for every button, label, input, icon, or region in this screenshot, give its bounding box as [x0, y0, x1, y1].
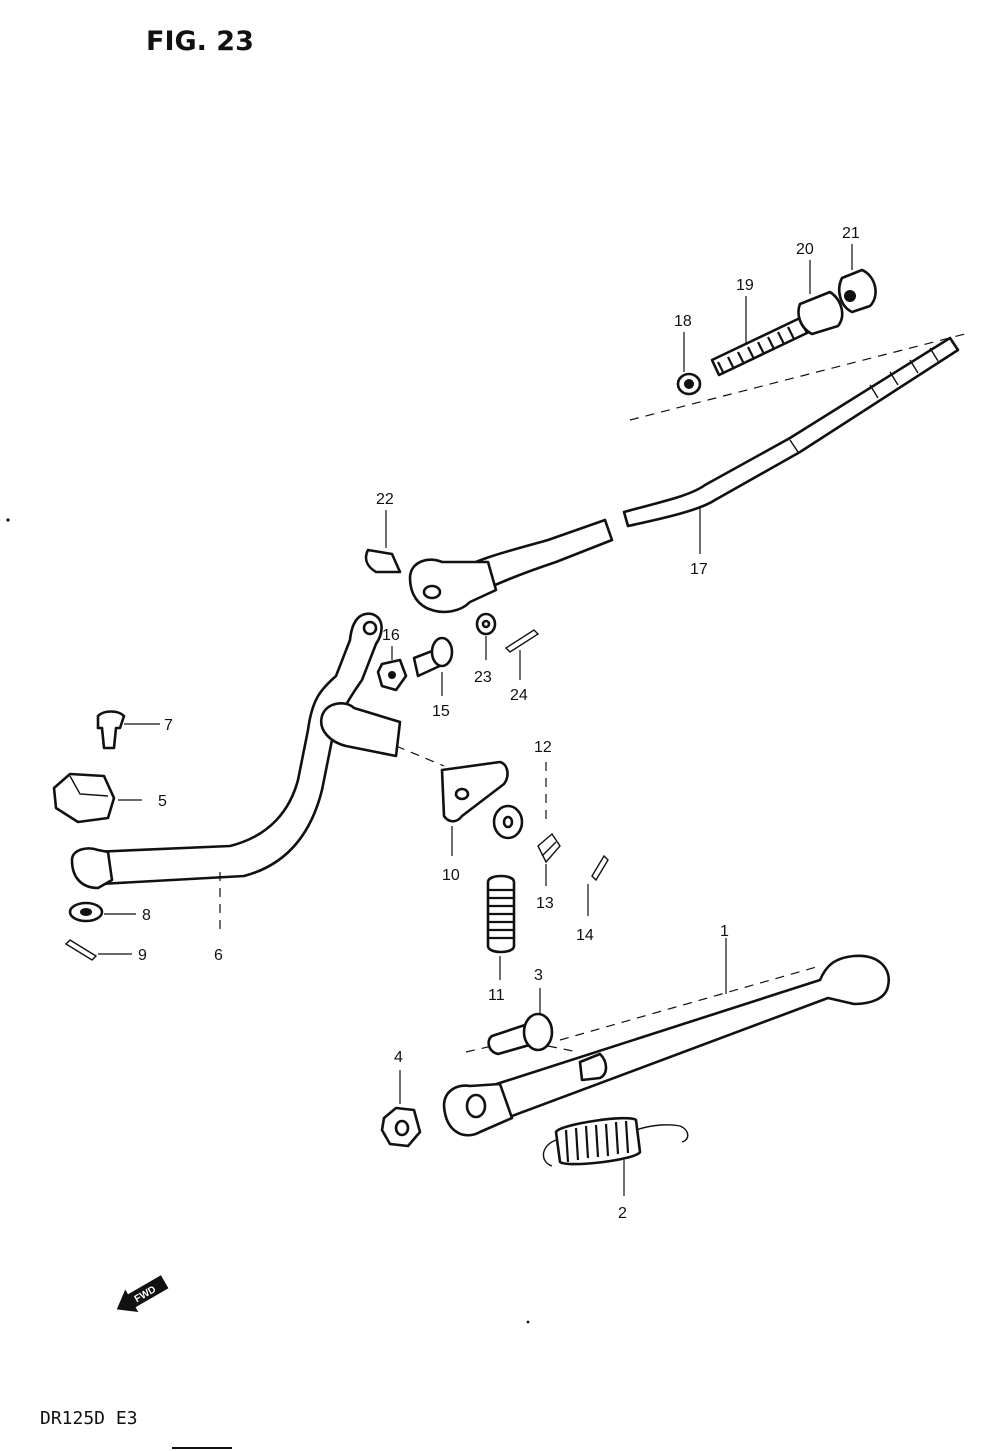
part-20-joint — [797, 290, 844, 336]
pedal-pivot-axis — [395, 745, 445, 767]
callout-labels: 1 2 3 4 5 6 7 8 9 10 11 12 13 14 15 16 1… — [138, 225, 860, 1222]
part-14-pin — [591, 854, 609, 882]
callout-10: 10 — [442, 867, 460, 884]
callout-14: 14 — [576, 927, 594, 944]
stand-axis-line — [559, 965, 821, 1041]
callout-2: 2 — [618, 1205, 627, 1222]
callout-3: 3 — [534, 967, 543, 984]
scan-dot — [526, 1320, 530, 1324]
part-17-brake-rod — [408, 336, 960, 614]
callout-9: 9 — [138, 947, 147, 964]
callout-16: 16 — [382, 627, 400, 644]
fwd-label: FWD — [133, 1284, 158, 1305]
bolt-axis-line — [465, 1045, 493, 1053]
part-9-cotter-pin — [64, 939, 98, 961]
leader-lines — [98, 244, 853, 1196]
part-2-stand-spring — [542, 1116, 689, 1167]
part-16-nut — [376, 658, 408, 692]
scan-dot — [6, 518, 10, 522]
callout-19: 19 — [736, 277, 754, 294]
part-21-nut — [838, 268, 877, 314]
part-3-pivot-bolt — [487, 1012, 554, 1056]
part-18-washer — [676, 372, 702, 396]
callout-12: 12 — [534, 739, 552, 756]
part-7-bolt — [96, 710, 126, 750]
callout-21: 21 — [842, 225, 860, 242]
callout-1: 1 — [720, 923, 729, 940]
figure-title: FIG. 23 — [146, 26, 254, 57]
callout-18: 18 — [674, 313, 692, 330]
callout-20: 20 — [796, 241, 814, 258]
part-24-cotter-pin — [504, 629, 540, 653]
part-12-washer — [492, 804, 524, 840]
rod-axis-line — [629, 333, 966, 421]
model-code: DR125D E3 — [40, 1408, 138, 1429]
part-8-spring-washer — [68, 901, 104, 923]
callout-7: 7 — [164, 717, 173, 734]
part-1-side-stand — [442, 954, 891, 1137]
callout-15: 15 — [432, 703, 450, 720]
callout-11: 11 — [488, 987, 505, 1004]
part-4-nut — [380, 1106, 422, 1148]
bolt-axis-line-2 — [547, 1045, 579, 1053]
callout-24: 24 — [510, 687, 528, 704]
part-15-bolt — [412, 636, 454, 678]
part-10-bracket-plate — [440, 760, 509, 823]
callout-23: 23 — [474, 669, 492, 686]
part-6-brake-pedal — [70, 612, 402, 890]
part-22-pin — [364, 548, 402, 574]
part-13-clip — [537, 832, 561, 864]
callout-8: 8 — [142, 907, 151, 924]
callout-6: 6 — [214, 947, 223, 964]
part-23-washer — [475, 612, 497, 636]
callout-22: 22 — [376, 491, 394, 508]
callout-5: 5 — [158, 793, 167, 810]
callout-13: 13 — [536, 895, 554, 912]
part-11-return-spring — [486, 874, 516, 954]
fwd-arrow-icon: FWD — [116, 1275, 169, 1313]
part-5-footpeg-rubber — [52, 772, 116, 824]
part-19-spring — [710, 316, 809, 377]
callout-4: 4 — [394, 1049, 403, 1066]
callout-17: 17 — [690, 561, 708, 578]
